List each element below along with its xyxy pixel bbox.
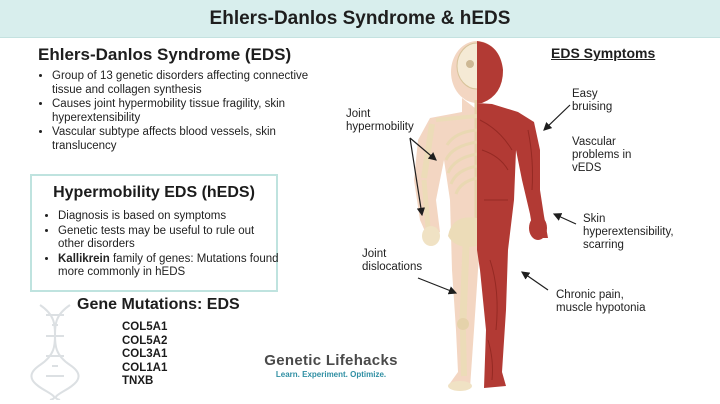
title-banner: Ehlers-Danlos Syndrome & hEDS — [0, 0, 720, 38]
label-skin-hyperextensibility: Skin hyperextensibility, scarring — [583, 213, 674, 251]
dna-helix-icon — [30, 304, 80, 400]
eds-bullet: Causes joint hypermobility tissue fragil… — [52, 98, 314, 125]
label-easy-bruising: Easy bruising — [572, 88, 613, 113]
eds-section-title: Ehlers-Danlos Syndrome (EDS) — [38, 45, 292, 64]
label-chronic-pain: Chronic pain, muscle hypotonia — [556, 289, 646, 314]
eds-bullet-list: Group of 13 genetic disorders affecting … — [38, 70, 314, 154]
muscle-half — [477, 41, 548, 388]
gene-item: COL5A2 — [122, 334, 168, 347]
arrow-easy-bruising — [543, 104, 571, 131]
arrow-joint-hypermobility — [409, 137, 437, 161]
gene-mutations-title: Gene Mutations: EDS — [77, 296, 240, 313]
heds-section-title: Hypermobility EDS (hEDS) — [53, 184, 255, 201]
eds-bullet: Vascular subtype affects blood vessels, … — [52, 126, 314, 153]
arrow-skin — [552, 213, 577, 225]
heds-bullet-list: Diagnosis is based on symptoms Genetic t… — [44, 210, 282, 281]
arrow-joint-dislocations — [417, 277, 458, 295]
label-joint-dislocations: Joint dislocations — [362, 248, 423, 273]
heds-box: Hypermobility EDS (hEDS) Diagnosis is ba… — [30, 174, 279, 292]
genetic-lifehacks-logo: Genetic Lifehacks Learn. Experiment. Opt… — [256, 352, 406, 379]
gene-list: COL5A1 COL5A2 COL3A1 COL1A1 TNXB — [122, 321, 167, 389]
heds-bullet: Genetic tests may be useful to rule out … — [58, 225, 282, 252]
heds-bullet: Kallikrein family of genes: Mutations fo… — [58, 253, 282, 280]
gene-item: COL3A1 — [122, 348, 168, 360]
arrow-chronic-pain — [521, 271, 549, 291]
arrow-joint-hypermobility-2 — [409, 137, 426, 217]
eds-bullet: Group of 13 genetic disorders affecting … — [52, 70, 314, 97]
logo-name: Genetic Lifehacks — [264, 352, 398, 369]
logo-tagline: Learn. Experiment. Optimize. — [275, 370, 387, 379]
gene-item: COL1A1 — [122, 361, 168, 374]
symptoms-title: EDS Symptoms — [551, 45, 656, 61]
gene-item: COL5A1 — [122, 321, 168, 333]
page-title: Ehlers-Danlos Syndrome & hEDS — [209, 7, 511, 29]
kallikrein-term: Kallikrein — [58, 252, 110, 265]
heds-bullet: Diagnosis is based on symptoms — [58, 210, 282, 224]
label-vascular-problems: Vascular problems in vEDS — [572, 136, 632, 174]
pointer-arrows — [409, 104, 577, 295]
gene-item: TNXB — [122, 375, 154, 387]
label-joint-hypermobility: Joint hypermobility — [346, 108, 414, 133]
